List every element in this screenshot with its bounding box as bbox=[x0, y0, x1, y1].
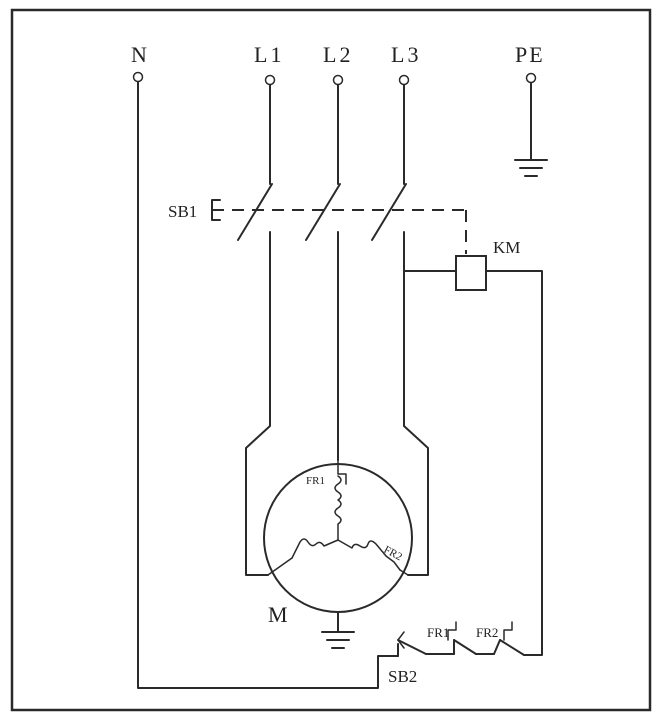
l1-switch-blade bbox=[237, 183, 273, 241]
terminal-l2 bbox=[332, 74, 344, 86]
fr1-overload-contact-icon bbox=[447, 621, 495, 655]
contactor-coil-label: KM bbox=[493, 238, 520, 257]
motor-winding-icon bbox=[267, 459, 409, 576]
l1-lower-wire bbox=[245, 231, 271, 576]
sb2-push-button-icon bbox=[397, 631, 455, 657]
fr2-overload-contact-icon bbox=[493, 621, 525, 656]
l3-lower-wire bbox=[403, 231, 429, 576]
diagram-frame bbox=[10, 8, 652, 712]
neutral-wire bbox=[137, 81, 399, 689]
terminal-l3 bbox=[398, 74, 410, 86]
overload-1-label: FR1 bbox=[427, 625, 449, 640]
terminal-label-l3: L3 bbox=[391, 42, 421, 67]
pe-ground-icon bbox=[514, 159, 548, 177]
terminal-l1 bbox=[264, 74, 276, 86]
motor-label: M bbox=[268, 602, 288, 627]
contactor-coil-icon bbox=[455, 255, 487, 291]
winding-label-fr1: FR1 bbox=[306, 475, 325, 487]
terminal-label-n: N bbox=[131, 42, 147, 67]
terminal-n bbox=[132, 71, 144, 83]
coil-return-wire bbox=[485, 270, 543, 656]
terminal-label-pe: PE bbox=[515, 42, 545, 67]
push-button-label: SB2 bbox=[388, 667, 417, 686]
terminal-label-l1: L1 bbox=[254, 42, 284, 67]
l2-switch-blade bbox=[305, 183, 341, 241]
l3-switch-blade bbox=[371, 183, 407, 241]
terminal-pe bbox=[525, 72, 537, 84]
main-switch-label: SB1 bbox=[168, 202, 197, 221]
motor-ground-icon bbox=[321, 631, 355, 649]
terminal-label-l2: L2 bbox=[323, 42, 353, 67]
overload-2-label: FR2 bbox=[476, 625, 498, 640]
